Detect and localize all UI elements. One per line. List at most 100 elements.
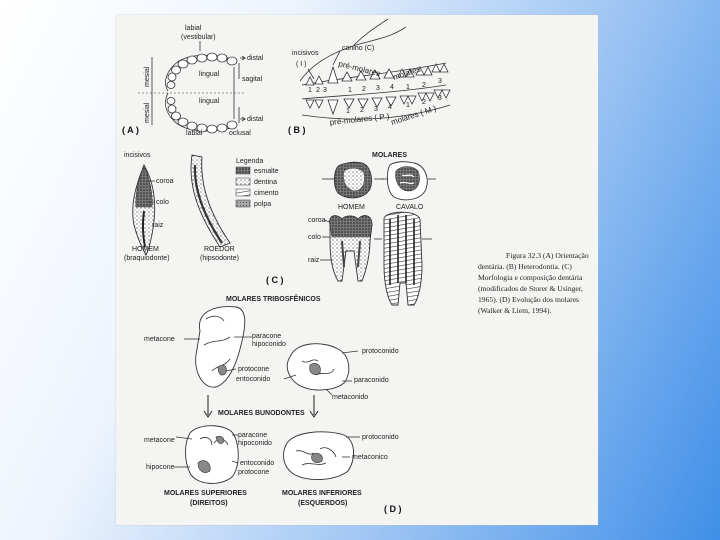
- label-colo-1: colo: [156, 199, 169, 206]
- svg-text:3: 3: [438, 78, 442, 85]
- label-c-incisivos: incisivos: [124, 152, 151, 159]
- molar-longitudinal-drawings: [330, 212, 432, 305]
- legend-swatch-cimento: [236, 189, 250, 196]
- label-lingual-1: lingual: [199, 71, 220, 78]
- label-tribosfenicos: MOLARES TRIBOSFÊNICOS: [226, 294, 321, 303]
- svg-text:3: 3: [376, 85, 380, 92]
- label-molares-bottom: molares ( M ): [390, 104, 438, 127]
- caption-line-4: (modificados de Storer & Usinger,: [478, 284, 583, 293]
- panel-d-molar-evolution: MOLARES TRIBOSFÊNICOS metacone paracone …: [144, 294, 402, 514]
- legend-item-esmalte: esmalte: [254, 168, 279, 175]
- label-metacone-1: metacone: [144, 336, 175, 343]
- label-paracone-1: paracone: [252, 333, 281, 340]
- panel-b-label: ( B ): [288, 125, 306, 135]
- svg-text:2: 2: [362, 86, 366, 93]
- legend-item-dentina: dentina: [254, 179, 277, 186]
- label-raiz-1: raiz: [152, 222, 164, 229]
- legend-item-cimento: cimento: [254, 190, 279, 197]
- svg-text:1: 1: [406, 102, 410, 109]
- label-roedor: ROEDOR: [204, 246, 235, 253]
- panel-a-label: ( A ): [122, 125, 139, 135]
- panel-a-dental-orientation: labial (vestibular) distal lingual sagit…: [122, 25, 264, 137]
- label-pre-molares-bottom: pré-molares ( P ): [329, 112, 390, 127]
- label-sagital: sagital: [242, 76, 263, 83]
- label-paraconido-1: paraconido: [354, 377, 389, 384]
- svg-text:2: 2: [422, 99, 426, 106]
- label-esquerdos: (ESQUERDOS): [298, 500, 347, 507]
- svg-text:2: 2: [316, 87, 320, 94]
- svg-text:1: 1: [308, 87, 312, 94]
- label-entoconido-1: entoconido: [236, 376, 270, 383]
- svg-text:3: 3: [323, 87, 327, 94]
- caption-line-6: (Walker & Liem, 1994).: [478, 306, 552, 315]
- label-oclusal: oclusal: [229, 130, 251, 137]
- label-homem-1: HOMEM: [132, 246, 159, 253]
- svg-text:1: 1: [406, 84, 410, 91]
- label-incisivos: incisivos: [292, 50, 319, 57]
- legend: esmalte dentina cimento polpa: [236, 167, 279, 208]
- label-mesial-1: mesial: [144, 66, 151, 87]
- label-entoconido-2: entoconido: [240, 460, 274, 467]
- svg-text:4: 4: [390, 84, 394, 91]
- tribosphenic-molars-drawing: [184, 307, 358, 395]
- label-metaconido-1: metaconido: [332, 394, 368, 401]
- legend-swatch-polpa: [236, 200, 250, 207]
- label-labial-top: labial: [185, 25, 202, 32]
- label-braquiodonte: (braquiodonte): [124, 255, 170, 262]
- label-i-tag: ( I ): [296, 61, 307, 68]
- label-direitos: (DIREITOS): [190, 500, 228, 507]
- svg-text:1: 1: [348, 87, 352, 94]
- label-hipoconido-1: hipoconido: [252, 341, 286, 348]
- svg-text:2: 2: [422, 82, 426, 89]
- molar-crosssection-drawings: [322, 162, 436, 200]
- legend-item-polpa: polpa: [254, 201, 271, 208]
- label-labial-bottom: labial: [186, 130, 203, 137]
- label-protoconido-2: protoconido: [362, 434, 399, 441]
- label-hipsodonte: (hipsodonte): [200, 255, 239, 262]
- label-coroa-1: coroa: [156, 178, 174, 185]
- svg-text:2: 2: [360, 107, 364, 114]
- legend-swatch-esmalte: [236, 167, 250, 174]
- rodent-incisor-drawing: [191, 155, 230, 247]
- label-distal-top: distal: [247, 55, 264, 62]
- figure-caption: Figura 32.3 (A) Orientação dentária. (B)…: [478, 251, 589, 315]
- label-metacone-2: metacone: [144, 437, 175, 444]
- panel-c-label: ( C ): [266, 275, 284, 285]
- panel-d-label: ( D ): [384, 504, 402, 514]
- label-molares: MOLARES: [372, 152, 407, 159]
- label-coroa-2: coroa: [308, 217, 326, 224]
- label-raiz-2: raiz: [308, 257, 320, 264]
- label-protoconido-1: protoconido: [362, 348, 399, 355]
- svg-text:3: 3: [438, 95, 442, 102]
- label-protocone-1: protocone: [238, 366, 269, 373]
- legend-swatch-dentina: [236, 178, 250, 185]
- label-vestibular: (vestibular): [181, 34, 216, 41]
- caption-line-3: Morfologia e composição dentária: [478, 273, 583, 282]
- dental-arch: [138, 53, 246, 133]
- caption-line-1: Figura 32.3 (A) Orientação: [506, 251, 589, 260]
- label-hipocone-2: hipocone: [146, 464, 175, 471]
- dental-figure-image: labial (vestibular) distal lingual sagit…: [116, 15, 598, 525]
- label-superiores: MOLARES SUPERIORES: [164, 490, 247, 497]
- label-paracone-2: paracone: [238, 432, 267, 439]
- caption-line-5: 1965). (D) Evolução dos molares: [478, 295, 579, 304]
- panel-c-tooth-morphology: incisivos coroa colo raiz HOMEM (braquio…: [124, 152, 436, 305]
- label-homem-2: HOMEM: [338, 204, 365, 211]
- label-lingual-2: lingual: [199, 98, 220, 105]
- svg-text:1: 1: [346, 108, 350, 115]
- label-hipoconido-2: hipoconido: [238, 440, 272, 447]
- caption-line-2: dentária. (B) Heterodontia. (C): [478, 262, 572, 271]
- label-molares-top: molares: [392, 65, 422, 82]
- label-distal-bottom: distal: [247, 116, 264, 123]
- label-cavalo: CAVALO: [396, 204, 424, 211]
- label-colo-2: colo: [308, 234, 321, 241]
- human-incisor-drawing: [133, 165, 155, 255]
- label-bunodontes: MOLARES BUNODONTES: [218, 410, 305, 417]
- legend-title: Legenda: [236, 158, 263, 165]
- svg-text:4: 4: [388, 104, 392, 111]
- label-inferiores: MOLARES INFERIORES: [282, 490, 362, 497]
- label-protocone-2: protocone: [238, 469, 269, 476]
- svg-text:3: 3: [374, 106, 378, 113]
- label-canino: canino (C): [342, 45, 374, 52]
